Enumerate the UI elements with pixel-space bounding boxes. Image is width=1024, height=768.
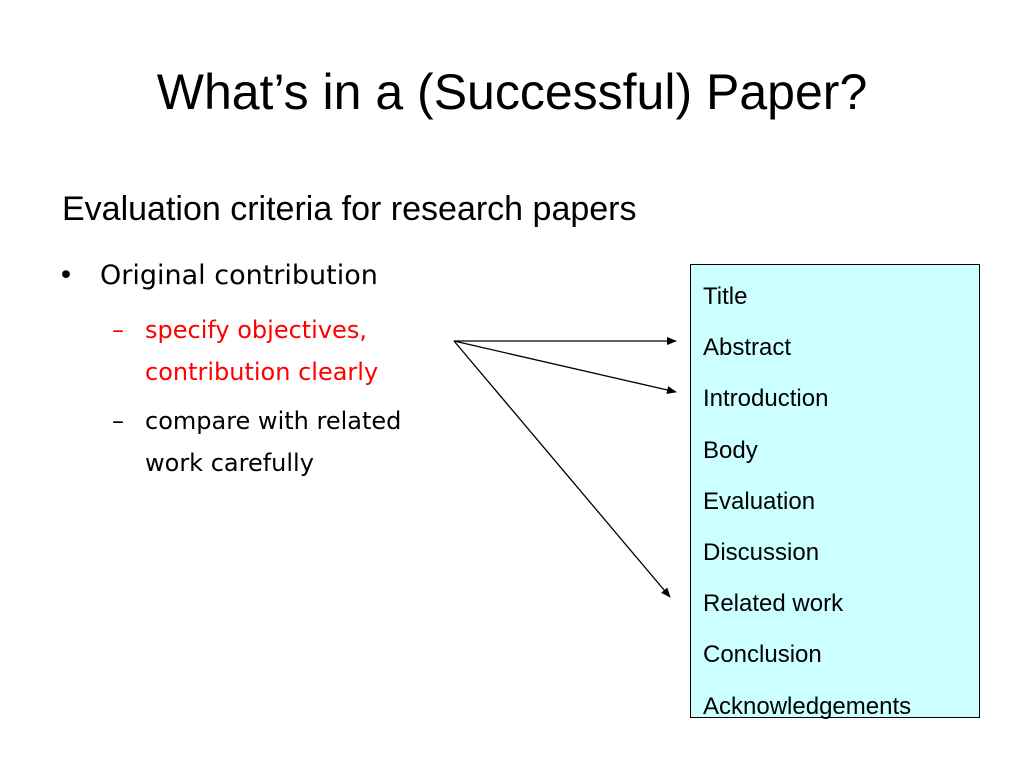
section-item-body: Body [703, 436, 758, 464]
section-item-introduction: Introduction [703, 385, 829, 413]
bullet-item: • Original contribution [58, 256, 378, 296]
slide-title: What’s in a (Successful) Paper? [156, 64, 868, 120]
arrow-to-introduction [453, 340, 677, 394]
slide-subtitle: Evaluation criteria for research papers [62, 190, 637, 228]
section-item-acknowledgements: Acknowledgements [703, 692, 912, 720]
sub-item-objectives: – specify objectives, contribution clear… [112, 309, 452, 393]
sub-item-related-work: – compare with related work carefully [112, 400, 452, 484]
bullet-symbol: • [58, 260, 74, 291]
sub-item-dash: – [112, 316, 124, 344]
sub-item-dash: – [112, 407, 124, 435]
arrow-to-related-work [453, 340, 671, 598]
section-item-evaluation: Evaluation [703, 487, 816, 515]
sub-item-text: compare with related work carefully [145, 407, 402, 477]
section-item-conclusion: Conclusion [703, 641, 822, 669]
bullet-text: Original contribution [100, 260, 378, 291]
section-item-title: Title [703, 283, 748, 310]
section-item-related-work: Related work [703, 590, 844, 618]
section-item-discussion: Discussion [703, 538, 820, 566]
sub-item-text: specify objectives, contribution clearly [145, 316, 379, 386]
section-item-abstract: Abstract [703, 334, 792, 362]
paper-sections-box: Title Abstract Introduction Body Evaluat… [690, 264, 980, 720]
